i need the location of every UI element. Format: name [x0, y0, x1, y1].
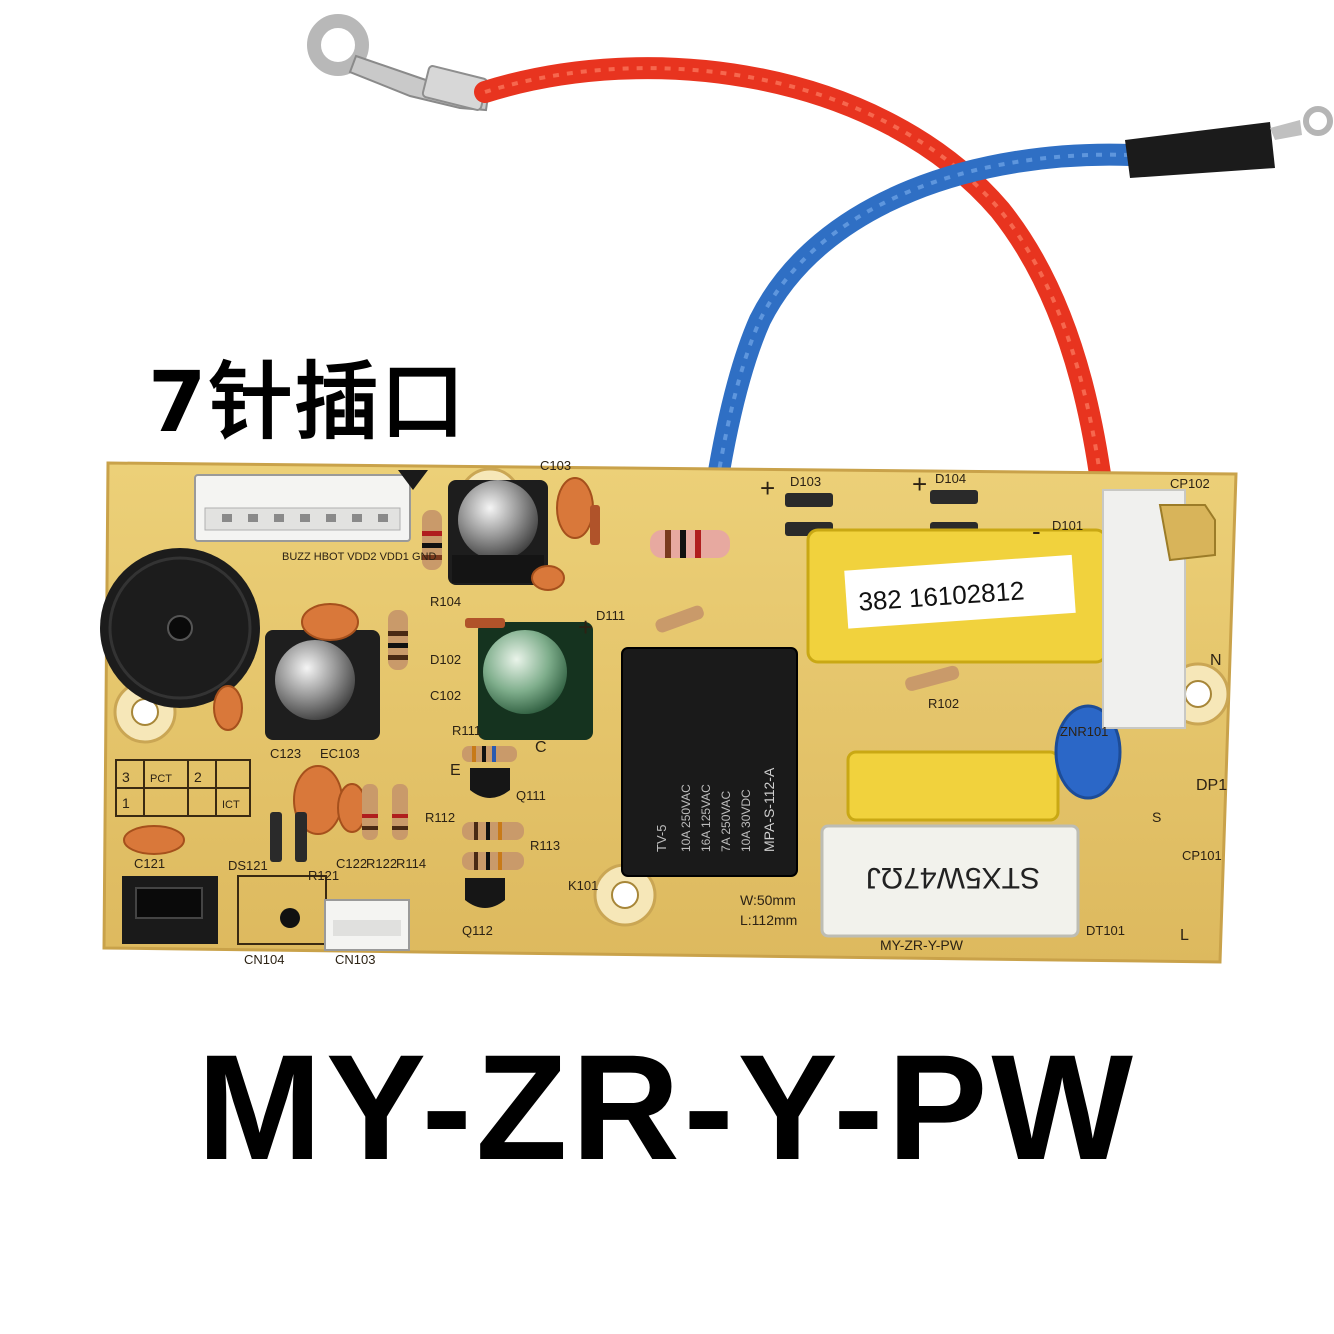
- relay-brand: TV-5: [654, 825, 669, 852]
- relay-rating-4: 10A 30VDC: [739, 789, 753, 852]
- seven-pin-connector: [194, 470, 428, 542]
- electrolytic-capacitor-top: [448, 480, 548, 585]
- power-resistor: STX5W47ΩJ: [820, 824, 1080, 938]
- ring-terminal-right: [1125, 106, 1333, 178]
- board-dimension: L:112mm: [740, 912, 797, 928]
- pin-mark: N: [1210, 652, 1222, 669]
- silk-label: CN103: [335, 952, 375, 967]
- board-code: MY-ZR-Y-PW: [880, 937, 964, 953]
- silk-label: D111: [596, 608, 625, 623]
- buzzer: [100, 548, 260, 708]
- power-resistor-label: STX5W47ΩJ: [866, 861, 1040, 894]
- film-capacitor-small: [846, 750, 1060, 822]
- silk-label: C122: [336, 856, 367, 871]
- table-label: ICT: [222, 799, 240, 811]
- polarity-plus: +: [578, 612, 593, 642]
- silk-label: C103: [540, 458, 571, 473]
- polarity-minus: -: [1032, 516, 1041, 546]
- table-label: 2: [194, 769, 202, 785]
- three-pin-connector: [324, 899, 410, 951]
- silk-label: CP101: [1182, 848, 1222, 863]
- electrolytic-capacitor-left: [265, 630, 380, 740]
- spade-terminal: [1158, 504, 1216, 562]
- silk-label: DS121: [228, 858, 268, 873]
- model-caption: MY-ZR-Y-PW: [197, 1023, 1137, 1191]
- silk-label: D103: [790, 474, 821, 489]
- silk-label: D104: [935, 471, 966, 486]
- silk-label: R111: [452, 723, 481, 738]
- board-dimension: W:50mm: [740, 892, 796, 908]
- silkscreen-table: [115, 759, 251, 817]
- silk-label: Q112: [462, 923, 493, 938]
- silk-label: DT101: [1086, 923, 1125, 938]
- silk-label: K101: [568, 878, 598, 893]
- silk-label: CP102: [1170, 476, 1210, 491]
- silk-label: R104: [430, 594, 461, 609]
- silk-label: R121: [308, 868, 339, 883]
- silk-label: ZNR101: [1060, 724, 1108, 739]
- silk-label: R113: [530, 838, 560, 853]
- pin-mark: C: [535, 739, 547, 756]
- table-label: 1: [122, 795, 130, 811]
- film-capacitor-large: 382 16102812: [806, 528, 1108, 664]
- pin-mark: S: [1152, 809, 1161, 825]
- silk-label: CN104: [244, 952, 284, 967]
- silk-label: R122: [366, 856, 397, 871]
- ring-terminal-left: [307, 14, 490, 112]
- relay-rating-3: 7A 250VAC: [719, 791, 733, 852]
- silk-label: EC103: [320, 746, 360, 761]
- connector-caption: 7针插口: [148, 353, 467, 451]
- silk-label: Q111: [516, 788, 546, 803]
- table-label: 3: [122, 769, 130, 785]
- silk-label: R102: [928, 696, 959, 711]
- silk-label: D102: [430, 652, 461, 667]
- transistors: [465, 768, 510, 908]
- silk-label: DP1: [1196, 777, 1227, 794]
- silk-label: C123: [270, 746, 301, 761]
- connector-pin-labels: BUZZ HBOT VDD2 VDD1 GND: [282, 551, 436, 563]
- silkscreen-labels: D103 D104 D101 CP102 C103 R104 D111 D102…: [122, 458, 1227, 967]
- silk-label: R114: [396, 856, 426, 871]
- polarity-plus: +: [760, 473, 775, 503]
- silk-label: R112: [425, 810, 455, 825]
- resistors: [362, 510, 960, 870]
- silk-label: C102: [430, 688, 461, 703]
- diodes: [270, 490, 978, 862]
- relay: TV-5 10A 250VAC 16A 125VAC 7A 250VAC 10A…: [621, 647, 798, 877]
- silk-label: D101: [1052, 518, 1083, 533]
- polarity-plus: +: [912, 469, 927, 499]
- relay-rating-2: 16A 125VAC: [699, 784, 713, 852]
- relay-rating-1: 10A 250VAC: [679, 784, 693, 852]
- table-label: PCT: [150, 773, 172, 785]
- two-pin-connector: [122, 876, 218, 944]
- pin-mark: E: [450, 762, 461, 779]
- pin-mark: L: [1180, 927, 1189, 944]
- silk-label: C121: [134, 856, 165, 871]
- relay-model: MPA-S-112-A: [761, 767, 777, 852]
- electrolytic-capacitor-green: [478, 622, 593, 740]
- ceramic-capacitors: [123, 477, 594, 855]
